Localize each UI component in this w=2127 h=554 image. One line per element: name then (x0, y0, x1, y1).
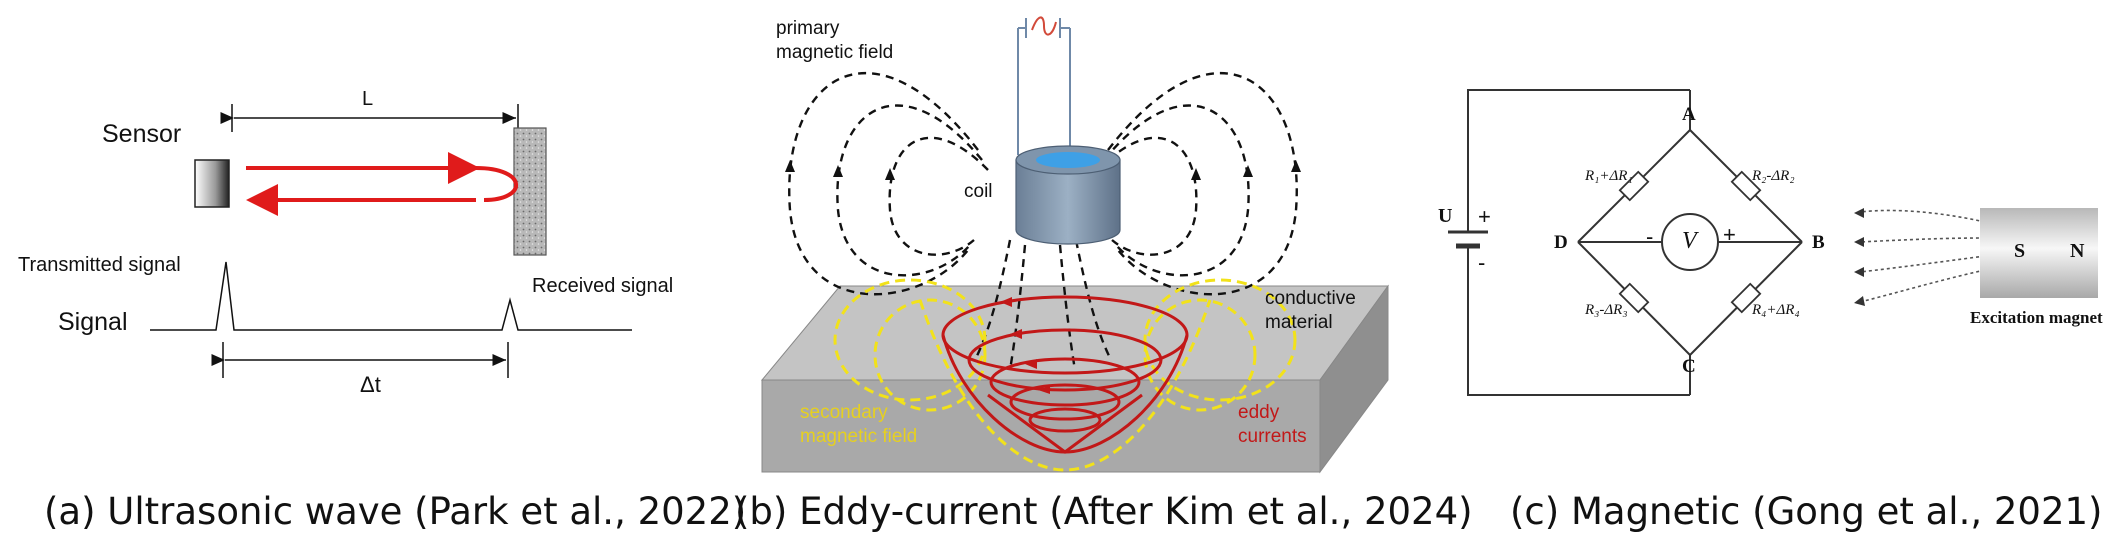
voltage-label: U (1438, 205, 1453, 227)
ultrasonic-diagram (150, 104, 632, 378)
secondary-field-label-1: secondary (800, 402, 888, 423)
panel-magnetic: A B C D U + - V - + R₁+ΔR₁ R₂-ΔR₂ R₃-ΔR₃… (1420, 0, 2127, 554)
field-arrowheads (785, 160, 1301, 180)
eddy-label-2: currents (1238, 426, 1307, 447)
coil-body (1015, 159, 1121, 245)
resistor-r2 (1730, 170, 1762, 202)
conductive-label-2: material (1265, 312, 1333, 333)
voltmeter-label: V (1682, 228, 1697, 254)
length-label: L (362, 88, 374, 110)
secondary-field-label-2: magnetic field (800, 426, 918, 447)
r2-label: R₂-ΔR₂ (1752, 168, 1795, 184)
conductive-block-side (1319, 284, 1389, 474)
eddy-current-loops (941, 295, 1189, 454)
panel-ultrasonic: L Sensor Transmitted signal Received sig… (0, 0, 746, 554)
resistor-r3 (1618, 282, 1650, 314)
magnet-n-label: N (2070, 240, 2085, 262)
caption-b: (b) Eddy-current (After Kim et al., 2024… (735, 490, 1473, 533)
r3-label: R₃-ΔR₃ (1585, 302, 1628, 318)
meter-plus: + (1723, 222, 1736, 247)
battery-plus: + (1478, 204, 1491, 229)
resistor-r1 (1618, 170, 1650, 202)
primary-field-label-2: magnetic field (776, 42, 894, 63)
excitation-magnet (1980, 208, 2098, 298)
battery-minus: - (1478, 250, 1486, 275)
signal-trace (150, 261, 632, 331)
coil-core (1036, 152, 1100, 168)
bridge-wires (1467, 89, 1803, 396)
node-a-label: A (1682, 104, 1696, 125)
sensor-block (194, 159, 230, 208)
signal-label: Signal (58, 308, 128, 336)
received-signal-label: Received signal (532, 275, 674, 297)
resistor-r4 (1730, 282, 1762, 314)
caption-c: (c) Magnetic (Gong et al., 2021) (1510, 490, 2103, 533)
conductive-label-1: conductive (1265, 288, 1356, 309)
magnet-caption-label: Excitation magnet (1970, 308, 2103, 327)
reflector-wall (513, 127, 547, 256)
wheatstone-bridge-diagram (1448, 89, 2098, 396)
panel-eddy-current: primary magnetic field coil conductive m… (720, 0, 1473, 554)
primary-field-label-1: primary (776, 18, 840, 39)
r4-label: R₄+ΔR₄ (1752, 302, 1800, 318)
magnet-arrowheads (1854, 208, 1865, 306)
node-d-label: D (1554, 232, 1568, 253)
node-c-label: C (1682, 356, 1696, 377)
transmitted-signal-label: Transmitted signal (18, 254, 181, 276)
eddy-current-diagram (760, 16, 1389, 474)
reflection-curve (475, 166, 518, 202)
eddy-label-1: eddy (1238, 402, 1280, 423)
excitation-circuit (1017, 16, 1071, 155)
r1-label: R₁+ΔR₁ (1585, 168, 1633, 184)
node-b-label: B (1812, 232, 1825, 253)
magnet-field-arrows (1859, 209, 1986, 303)
eddy-arrowheads (1000, 297, 1050, 394)
caption-a: (a) Ultrasonic wave (Park et al., 2022) (44, 490, 747, 533)
coil-label: coil (964, 181, 993, 202)
meter-minus: - (1646, 224, 1654, 249)
secondary-field-lines (833, 278, 1297, 472)
delta-t-label: Δt (360, 372, 381, 397)
magnet-s-label: S (2014, 240, 2026, 262)
sensor-label: Sensor (102, 120, 182, 148)
voltmeter-circle (1661, 213, 1719, 271)
